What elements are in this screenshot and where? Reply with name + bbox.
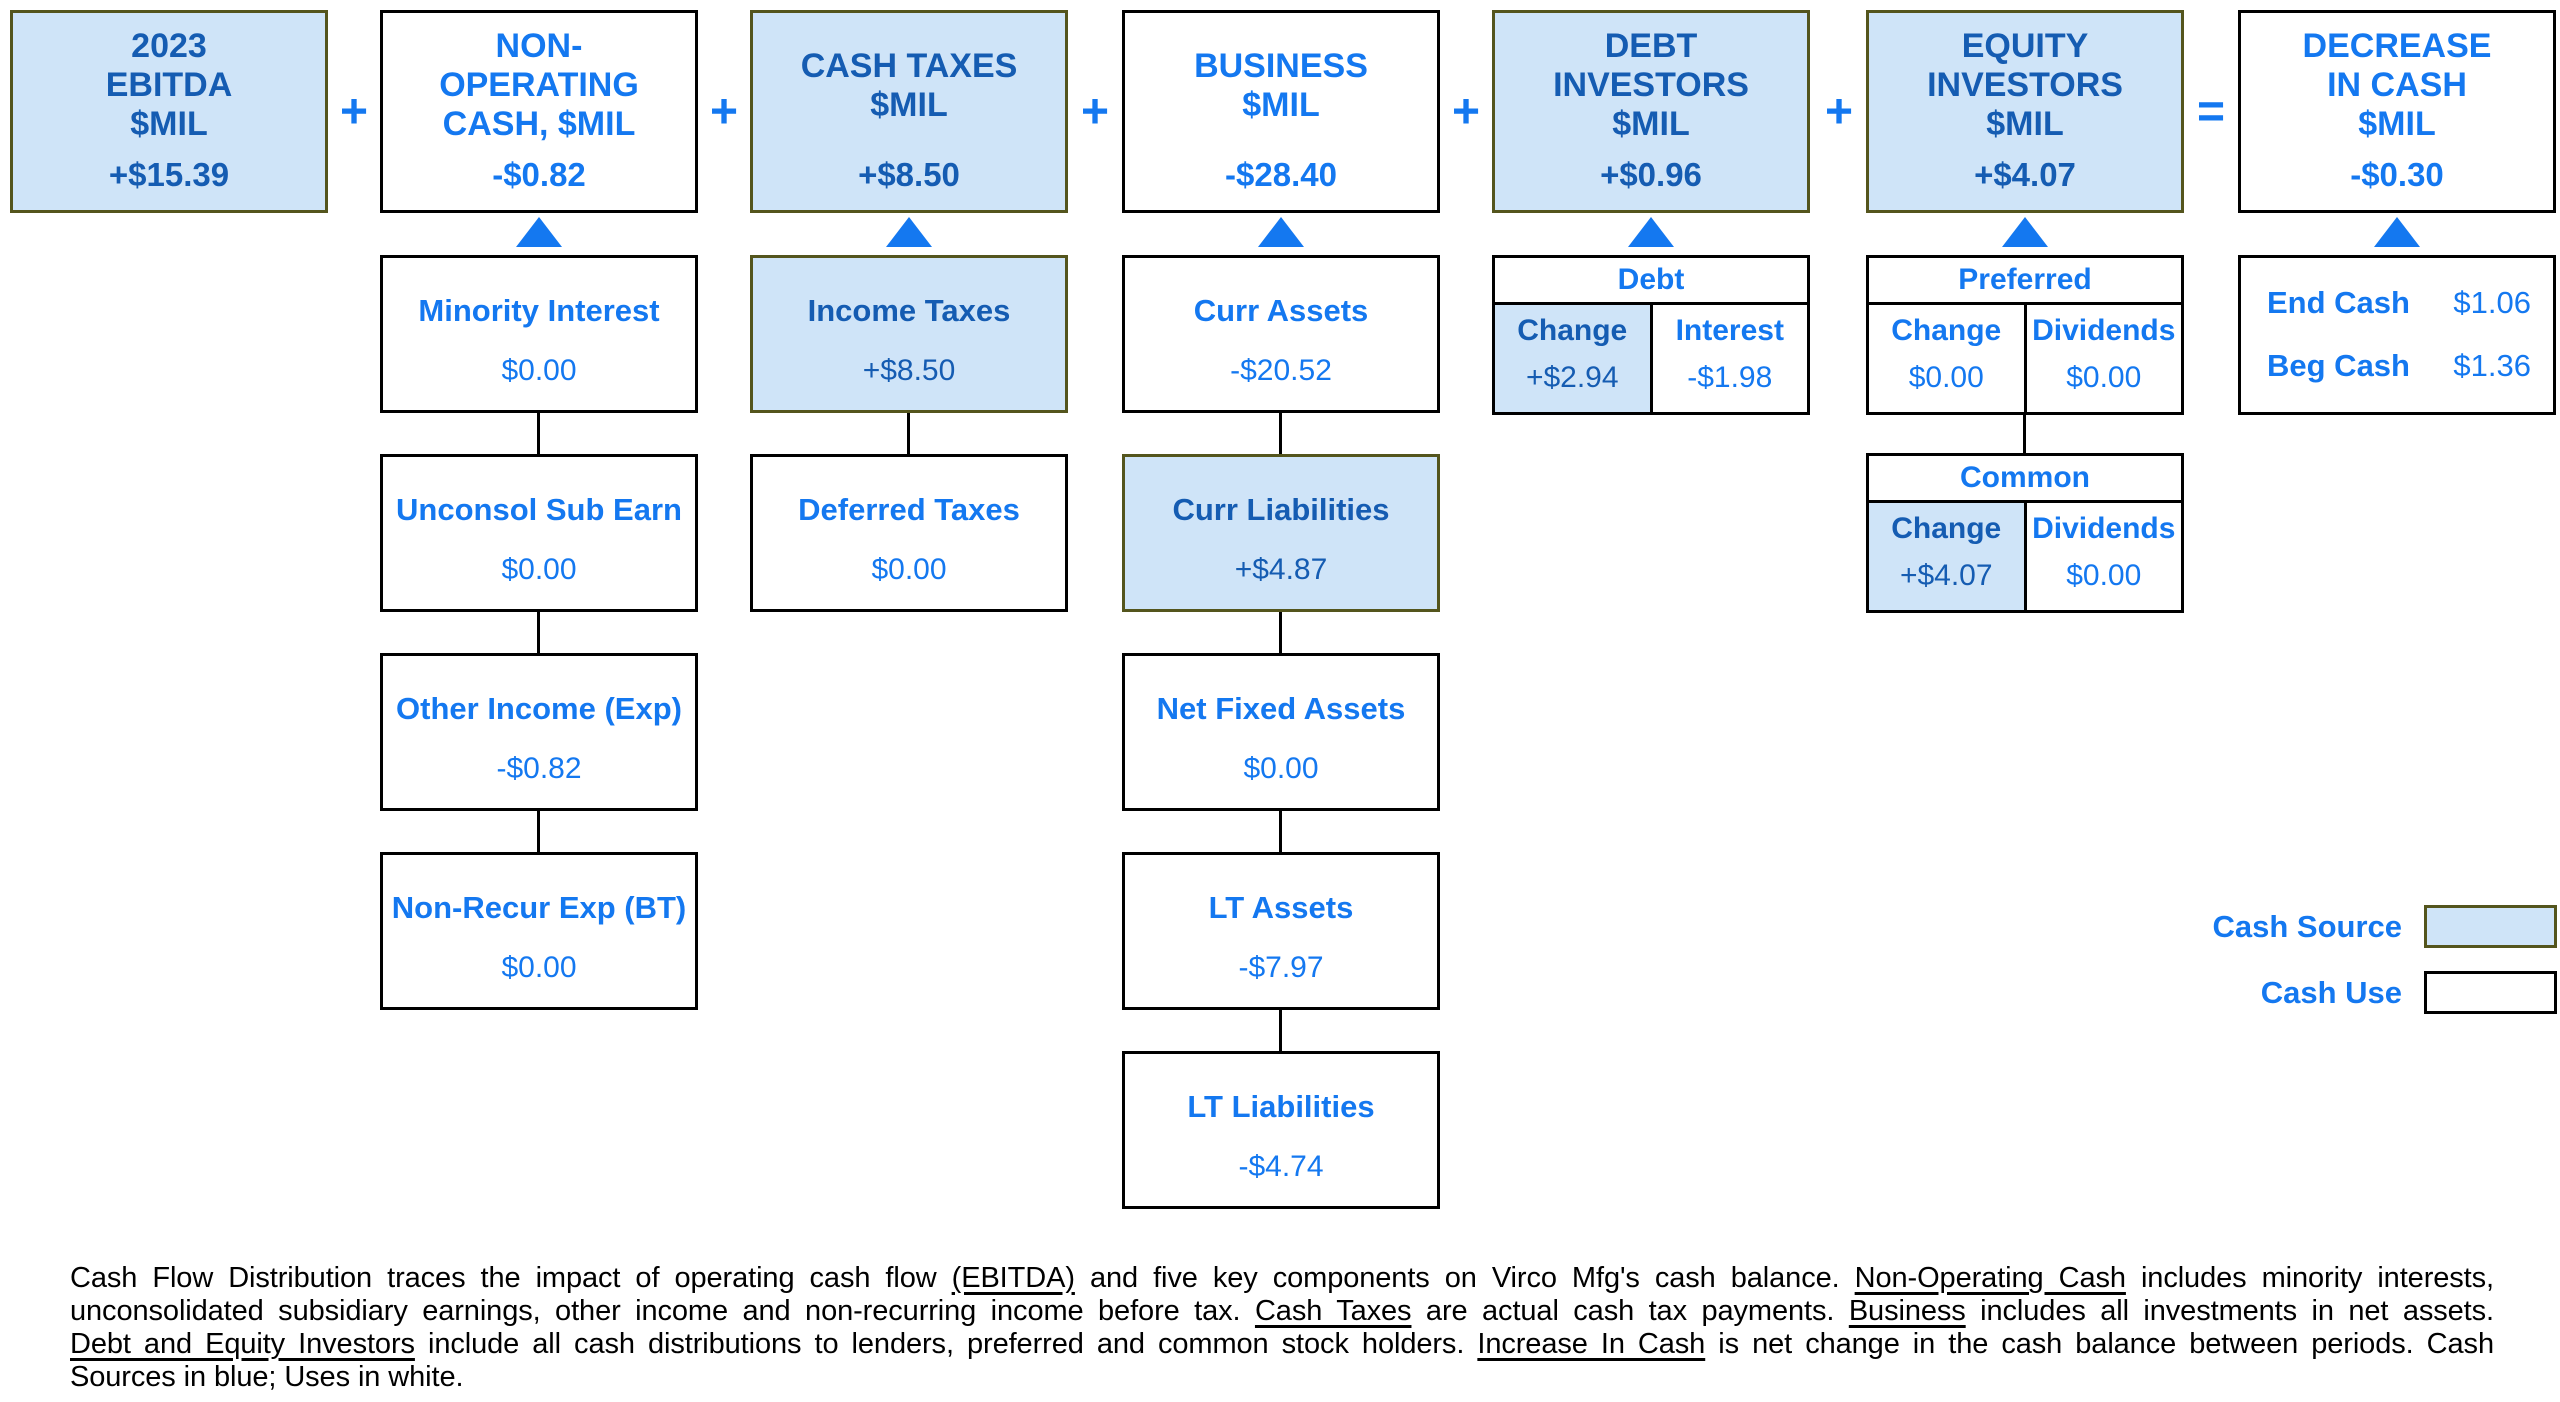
debt-table: Debt Change +$2.94 Interest -$1.98 — [1492, 255, 1810, 415]
end-cash-row: End Cash $1.06 — [2267, 285, 2531, 320]
debt-interest-cell: Interest -$1.98 — [1649, 305, 1808, 412]
sub-box-curr-assets: Curr Assets -$20.52 — [1122, 255, 1440, 413]
top-box-business: BUSINESS $MIL -$28.40 — [1122, 10, 1440, 213]
sub-box-non-recur-exp: Non-Recur Exp (BT) $0.00 — [380, 852, 698, 1010]
top-box-cash-taxes: CASH TAXES $MIL +$8.50 — [750, 10, 1068, 213]
preferred-change-cell: Change $0.00 — [1891, 314, 2002, 394]
preferred-dividends-cell: Dividends $0.00 — [2023, 305, 2182, 412]
beg-cash-row: Beg Cash $1.36 — [2267, 348, 2531, 383]
top-box-non-operating-cash: NON- OPERATING CASH, $MIL -$0.82 — [380, 10, 698, 213]
footnote-line: Sources in blue; Uses in white. — [70, 1361, 464, 1393]
legend-cash-use: Cash Use — [2261, 971, 2557, 1014]
top-box-value: +$0.96 — [1600, 156, 1702, 193]
footnote-paragraph: Cash Flow Distribution traces the impact… — [70, 1262, 2494, 1394]
top-box-ebitda: 2023 EBITDA $MIL +$15.39 — [10, 10, 328, 213]
top-box-equity-investors: EQUITY INVESTORS $MIL +$4.07 — [1866, 10, 2184, 213]
connector-line — [1279, 612, 1282, 653]
top-box-value: -$0.82 — [492, 156, 586, 193]
top-box-title: CASH TAXES $MIL — [800, 46, 1018, 124]
sub-box-income-taxes: Income Taxes +$8.50 — [750, 255, 1068, 413]
common-dividends-cell: Dividends $0.00 — [2023, 503, 2182, 610]
top-box-title: 2023 EBITDA $MIL — [105, 27, 233, 143]
top-box-value: +$15.39 — [108, 156, 230, 193]
connector-line — [537, 811, 540, 852]
sub-box-deferred-taxes: Deferred Taxes $0.00 — [750, 454, 1068, 612]
connector-line — [1279, 811, 1282, 852]
plus-operator-icon: + — [1824, 85, 1854, 139]
common-table: Common Change +$4.07 Dividends $0.00 — [1866, 453, 2184, 613]
top-box-title: DECREASE IN CASH $MIL — [2302, 27, 2492, 143]
cash-use-swatch — [2424, 971, 2557, 1014]
sub-box-unconsol-sub-earn: Unconsol Sub Earn $0.00 — [380, 454, 698, 612]
sub-box-other-income-exp: Other Income (Exp) -$0.82 — [380, 653, 698, 811]
debt-change-cell: Change +$2.94 — [1495, 305, 1650, 412]
sub-box-lt-liabilities: LT Liabilities -$4.74 — [1122, 1051, 1440, 1209]
common-change-cell: Change +$4.07 — [1869, 503, 2024, 610]
sub-box-minority-interest: Minority Interest $0.00 — [380, 255, 698, 413]
up-arrow-icon — [1258, 217, 1304, 247]
connector-line — [2023, 413, 2026, 454]
top-box-title: BUSINESS $MIL — [1194, 46, 1368, 124]
top-box-value: -$0.30 — [2350, 156, 2444, 193]
up-arrow-icon — [886, 217, 932, 247]
preferred-table: Preferred Change $0.00 Dividends $0.00 — [1866, 255, 2184, 415]
top-box-title: EQUITY INVESTORS $MIL — [1927, 27, 2123, 143]
top-box-value: +$8.50 — [858, 156, 960, 193]
preferred-table-header: Preferred — [1869, 258, 2181, 305]
up-arrow-icon — [516, 217, 562, 247]
top-box-decrease-in-cash: DECREASE IN CASH $MIL -$0.30 — [2238, 10, 2556, 213]
sub-box-curr-liabilities: Curr Liabilities +$4.87 — [1122, 454, 1440, 612]
top-box-value: +$4.07 — [1974, 156, 2076, 193]
sub-box-net-fixed-assets: Net Fixed Assets $0.00 — [1122, 653, 1440, 811]
footnote-line: unconsolidated subsidiary earnings, othe… — [70, 1295, 2494, 1327]
cash-summary-box: End Cash $1.06 Beg Cash $1.36 — [2238, 255, 2556, 415]
plus-operator-icon: + — [1451, 85, 1481, 139]
common-table-header: Common — [1869, 456, 2181, 503]
plus-operator-icon: + — [1080, 85, 1110, 139]
footnote-line: Cash Flow Distribution traces the impact… — [70, 1262, 2495, 1294]
connector-line — [907, 413, 910, 454]
connector-line — [1279, 413, 1282, 454]
plus-operator-icon: + — [339, 85, 369, 139]
sub-box-lt-assets: LT Assets -$7.97 — [1122, 852, 1440, 1010]
debt-table-header: Debt — [1495, 258, 1807, 305]
up-arrow-icon — [2374, 217, 2420, 247]
top-box-title: DEBT INVESTORS $MIL — [1553, 27, 1749, 143]
legend-cash-source: Cash Source — [2212, 905, 2557, 948]
plus-operator-icon: + — [709, 85, 739, 139]
connector-line — [537, 612, 540, 653]
top-box-title: NON- OPERATING CASH, $MIL — [439, 27, 639, 143]
top-box-value: -$28.40 — [1225, 156, 1337, 193]
cash-source-swatch — [2424, 905, 2557, 948]
connector-line — [537, 413, 540, 454]
top-box-debt-investors: DEBT INVESTORS $MIL +$0.96 — [1492, 10, 1810, 213]
equals-operator-icon: = — [2196, 85, 2226, 139]
up-arrow-icon — [2002, 217, 2048, 247]
connector-line — [1279, 1010, 1282, 1051]
up-arrow-icon — [1628, 217, 1674, 247]
footnote-line: Debt and Equity Investors include all ca… — [70, 1328, 2494, 1360]
